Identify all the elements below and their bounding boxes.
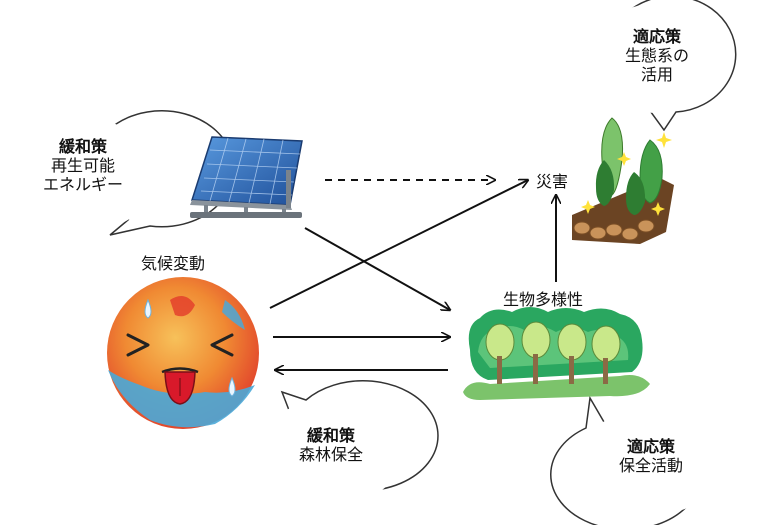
bubble-renewable: 緩和策 再生可能 エネルギー (18, 137, 148, 195)
forest-icon (463, 307, 650, 400)
bubble-conservation-shape (550, 395, 724, 525)
bubble-forest-line-1: 森林保全 (298, 444, 363, 464)
bubble-forest: 緩和策 森林保全 (268, 426, 394, 465)
arrow-climate-to-disaster (269, 180, 528, 309)
label-biodiversity: 生物多様性 (503, 290, 584, 309)
bubble-ecosystem-line-2: 活用 (640, 64, 673, 84)
bubble-renewable-line-2: エネルギー (42, 174, 123, 194)
bubble-ecosystem-title: 適応策 (632, 27, 681, 46)
bubble-ecosystem: 適応策 生態系の 活用 (597, 27, 717, 85)
bubble-forest-title: 緩和策 (306, 426, 355, 445)
bubble-renewable-title: 緩和策 (58, 137, 107, 156)
bubble-conservation-title: 適応策 (626, 437, 675, 456)
bubble-conservation-line-1: 保全活動 (618, 455, 683, 475)
bubble-ecosystem-line-1: 生態系の (624, 45, 689, 65)
sweating-earth-icon (107, 277, 259, 429)
label-climate: 気候変動 (141, 254, 206, 273)
arrow-solar-to-biodiversity (304, 227, 450, 310)
bubble-renewable-line-1: 再生可能 (50, 155, 115, 175)
forest-logs-icon (572, 117, 674, 244)
label-disaster: 災害 (536, 172, 569, 191)
bubble-forest-shape (258, 380, 439, 505)
solar-panel-icon (190, 136, 303, 218)
bubble-conservation: 適応策 保全活動 (588, 437, 714, 476)
bubble-ecosystem-shape (595, 0, 737, 132)
